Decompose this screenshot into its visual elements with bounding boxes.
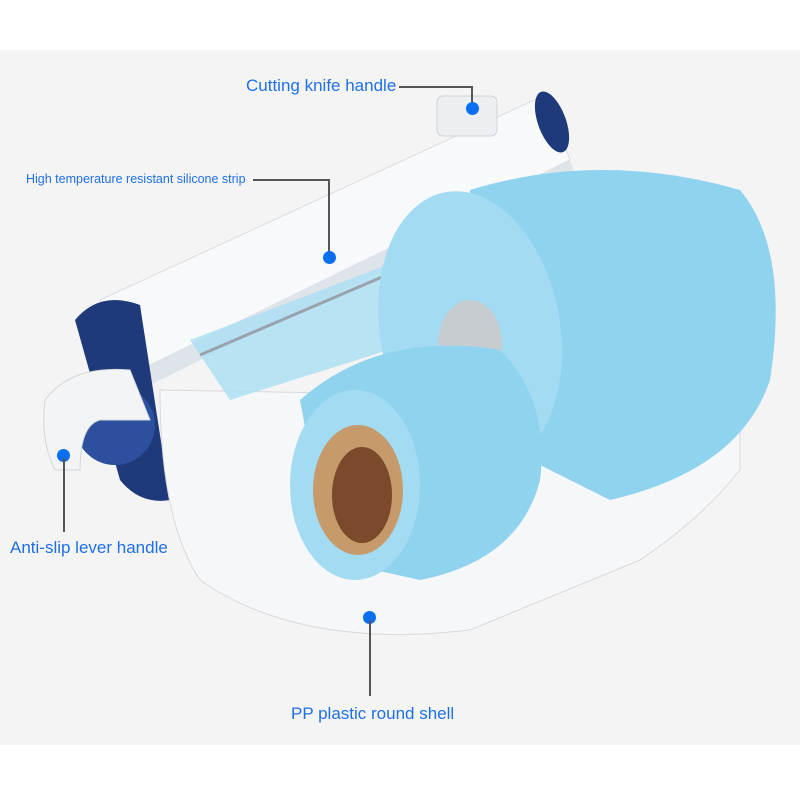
marker-dot (363, 611, 376, 624)
leader-line (369, 620, 371, 696)
annotation-silicone-strip: High temperature resistant silicone stri… (26, 172, 246, 186)
marker-dot (466, 102, 479, 115)
marker-dot (323, 251, 336, 264)
leader-line (399, 86, 472, 88)
annotation-lever-handle: Anti-slip lever handle (10, 538, 168, 557)
leader-line (471, 86, 473, 106)
leader-line (253, 179, 329, 181)
leader-line (63, 458, 65, 532)
marker-dot (57, 449, 70, 462)
annotation-shell: PP plastic round shell (291, 704, 455, 723)
annotation-cutting-knife-handle: Cutting knife handle (246, 76, 397, 95)
leader-line (328, 179, 330, 253)
